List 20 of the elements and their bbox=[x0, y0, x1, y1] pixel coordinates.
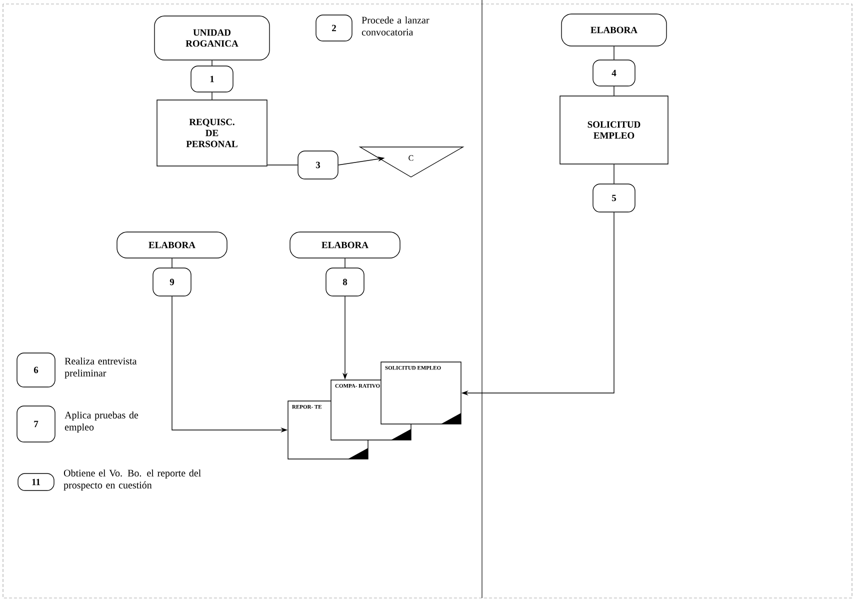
step-number: 4 bbox=[592, 60, 636, 86]
step-description: Obtiene el Vo. Bo. el reporte del prospecto en cuestión bbox=[64, 469, 201, 491]
terminal-box: ELABORA bbox=[561, 14, 667, 46]
step-number: 3 bbox=[298, 150, 338, 180]
step-number: 8 bbox=[326, 268, 364, 296]
step-number: 2 bbox=[316, 14, 352, 42]
step-description: Realiza entrevista preliminar bbox=[64, 357, 137, 379]
step-number: 9 bbox=[152, 268, 192, 296]
process-box: REQUISC. DE PERSONAL bbox=[156, 100, 268, 166]
step-description: Aplica pruebas de empleo bbox=[64, 411, 138, 433]
step-number: 6 bbox=[16, 352, 56, 388]
step-number: 5 bbox=[592, 184, 636, 212]
terminal-box: UNIDAD ROGANICA bbox=[154, 16, 270, 60]
step-number: 11 bbox=[18, 473, 54, 491]
step-description: Procede a lanzar convocatoria bbox=[362, 16, 430, 36]
step-number: 7 bbox=[16, 406, 56, 442]
process-box: SOLICITUD EMPLEO bbox=[560, 96, 668, 164]
terminal-box: ELABORA bbox=[290, 232, 400, 258]
step-number: 1 bbox=[190, 66, 234, 92]
terminal-box: ELABORA bbox=[116, 232, 228, 258]
